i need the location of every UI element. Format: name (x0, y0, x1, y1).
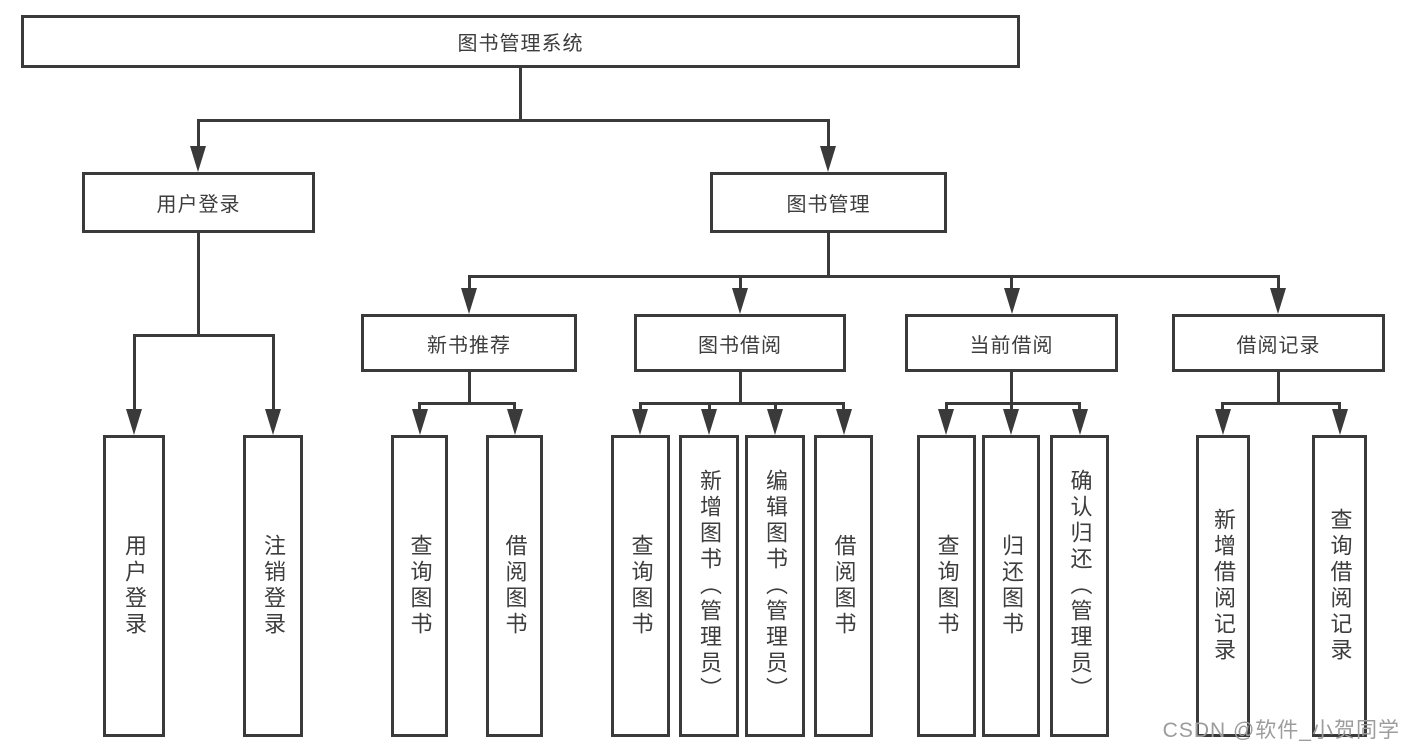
node-new-book-recommend: 新书推荐 (361, 314, 577, 372)
leaf-label: 查询图书 (407, 534, 433, 638)
leaf-label: 新增借阅记录 (1211, 508, 1236, 664)
node-label: 借阅记录 (1236, 334, 1321, 357)
connector-line (827, 233, 830, 277)
connector-line (639, 402, 642, 413)
connector-arrow-down (1215, 409, 1231, 435)
leaf-label: 借阅图书 (831, 534, 857, 638)
connector-arrow-down (507, 409, 523, 435)
node-user-login: 用户登录 (82, 172, 315, 233)
connector-line (774, 402, 777, 413)
connector-line (468, 372, 471, 405)
leaf-add-books-admin: 新增图书（管理员） (679, 435, 739, 737)
connector-arrow-down (732, 288, 748, 314)
leaf-add-borrow-record: 新增借阅记录 (1196, 435, 1250, 737)
connector-line (640, 402, 845, 405)
node-label: 图书借阅 (698, 334, 782, 357)
connector-line (945, 402, 948, 413)
csdn-watermark: CSDN @软件_小贺同学 (1162, 719, 1400, 742)
connector-line (419, 402, 516, 405)
connector-arrow-down (190, 146, 206, 172)
leaf-borrow-books: 借阅图书 (814, 435, 873, 737)
connector-line (739, 372, 742, 405)
leaf-label: 确认归还（管理员） (1067, 469, 1093, 703)
node-book-borrowing: 图书借阅 (634, 314, 846, 372)
connector-line (708, 402, 711, 413)
connector-line (133, 334, 275, 337)
connector-line (1010, 402, 1013, 413)
connector-line (1222, 402, 1341, 405)
connector-line (739, 275, 742, 292)
node-label: 当前借阅 (969, 334, 1054, 357)
connector-line (197, 233, 200, 336)
connector-arrow-down (938, 409, 954, 435)
leaf-label: 注销登录 (261, 534, 286, 638)
connector-arrow-down (632, 409, 648, 435)
node-label: 新书推荐 (427, 334, 511, 357)
connector-line (1010, 372, 1013, 405)
node-library-system: 图书管理系统 (21, 15, 1020, 68)
leaf-return-books: 归还图书 (982, 435, 1040, 737)
connector-arrow-down (461, 288, 477, 314)
node-label: 用户登录 (156, 194, 241, 216)
leaf-label: 查询图书 (934, 534, 960, 638)
node-current-borrowing: 当前借阅 (905, 314, 1118, 372)
connector-line (197, 119, 200, 151)
connector-arrow-down (1003, 409, 1019, 435)
connector-line (133, 334, 136, 413)
connector-arrow-down (412, 409, 428, 435)
connector-arrow-down (1332, 409, 1348, 435)
connector-arrow-down (126, 409, 142, 435)
leaf-label: 借阅图书 (502, 534, 528, 638)
connector-line (1277, 275, 1280, 292)
leaf-label: 归还图书 (999, 534, 1024, 638)
leaf-borrow-books-recommend: 借阅图书 (486, 435, 543, 737)
connector-line (1010, 275, 1013, 292)
node-label: 图书管理系统 (457, 33, 584, 55)
leaf-label: 查询借阅记录 (1327, 508, 1353, 664)
connector-line (519, 67, 522, 121)
leaf-logout: 注销登录 (243, 435, 303, 737)
leaf-label: 新增图书（管理员） (697, 469, 722, 703)
leaf-edit-books-admin: 编辑图书（管理员） (745, 435, 805, 737)
leaf-query-borrow-record: 查询借阅记录 (1312, 435, 1367, 737)
connector-arrow-down (1270, 288, 1286, 314)
connector-line (1338, 402, 1341, 413)
connector-line (418, 402, 421, 413)
connector-arrow-down (265, 409, 281, 435)
connector-arrow-down (701, 409, 717, 435)
connector-line (1277, 372, 1280, 405)
connector-line (827, 119, 830, 151)
connector-line (272, 334, 275, 413)
leaf-label: 查询图书 (628, 534, 654, 638)
connector-arrow-down (836, 409, 852, 435)
connector-arrow-down (1004, 288, 1020, 314)
connector-line (1221, 402, 1224, 413)
leaf-query-books-borrowing: 查询图书 (611, 435, 670, 737)
leaf-confirm-return-admin: 确认归还（管理员） (1050, 435, 1109, 737)
node-borrowing-records: 借阅记录 (1172, 314, 1385, 372)
connector-line (1078, 402, 1081, 413)
node-book-management: 图书管理 (710, 172, 947, 233)
connector-line (469, 275, 1280, 278)
leaf-label: 用户登录 (122, 534, 147, 638)
connector-line (513, 402, 516, 413)
connector-line (842, 402, 845, 413)
leaf-query-books-recommend: 查询图书 (391, 435, 448, 737)
connector-arrow-down (820, 146, 836, 172)
connector-line (468, 275, 471, 292)
connector-line (197, 119, 830, 122)
leaf-user-login: 用户登录 (103, 435, 165, 737)
leaf-query-books-current: 查询图书 (917, 435, 976, 737)
node-label: 图书管理 (786, 194, 871, 216)
connector-line (946, 402, 1081, 405)
leaf-label: 编辑图书（管理员） (763, 469, 788, 703)
connector-arrow-down (767, 409, 783, 435)
connector-arrow-down (1072, 409, 1088, 435)
